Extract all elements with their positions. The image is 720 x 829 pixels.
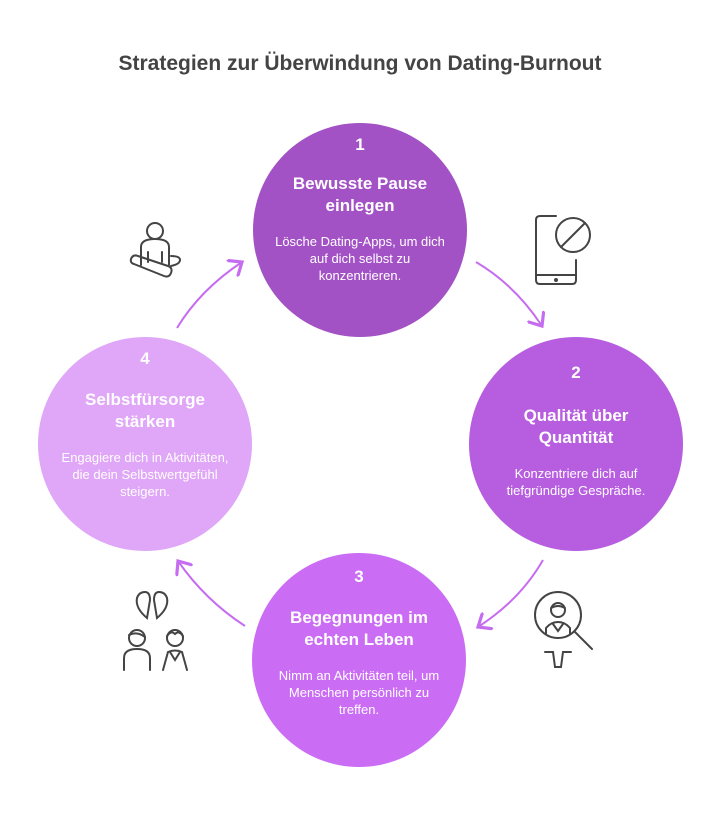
- arrow-1-to-2: [475, 261, 542, 326]
- step-1-circle: 1 Bewusste Pause einlegen Lösche Dating-…: [253, 123, 467, 337]
- diagram-title: Strategien zur Überwindung von Dating-Bu…: [118, 52, 602, 75]
- step-description: Nimm an Aktivitäten teil, um Menschen pe…: [278, 668, 440, 717]
- step-heading: Begegnungen im echten Leben: [290, 608, 428, 649]
- step-number: 1: [355, 135, 365, 154]
- step-heading: Bewusste Pause einlegen: [292, 174, 428, 215]
- step-description: Engagiere dich in Aktivitäten, die dein …: [61, 450, 229, 499]
- meditation-icon: [129, 222, 182, 278]
- arrow-3-to-4: [178, 561, 246, 627]
- step-3-circle: 3 Begegnungen im echten Leben Nimm an Ak…: [252, 553, 466, 767]
- step-4-circle: 4 Selbstfürsorge stärken Engagiere dich …: [38, 337, 252, 551]
- step-number: 4: [140, 349, 150, 368]
- step-heading: Selbstfürsorge stärken: [85, 390, 205, 431]
- step-description: Konzentriere dich auf tiefgründige Gespr…: [506, 466, 646, 498]
- step-heading: Qualität über Quantität: [523, 406, 629, 447]
- person-search-icon: [534, 591, 593, 668]
- arrow-4-to-1: [176, 262, 242, 329]
- step-description: Lösche Dating-Apps, um dich auf dich sel…: [275, 234, 445, 283]
- step-number: 3: [354, 567, 364, 586]
- phone-blocked-icon: [535, 215, 591, 285]
- step-number: 2: [571, 363, 581, 382]
- arrow-2-to-3: [478, 559, 544, 627]
- couple-icon: [123, 590, 188, 671]
- step-2-circle: 2 Qualität über Quantität Konzentriere d…: [469, 337, 683, 551]
